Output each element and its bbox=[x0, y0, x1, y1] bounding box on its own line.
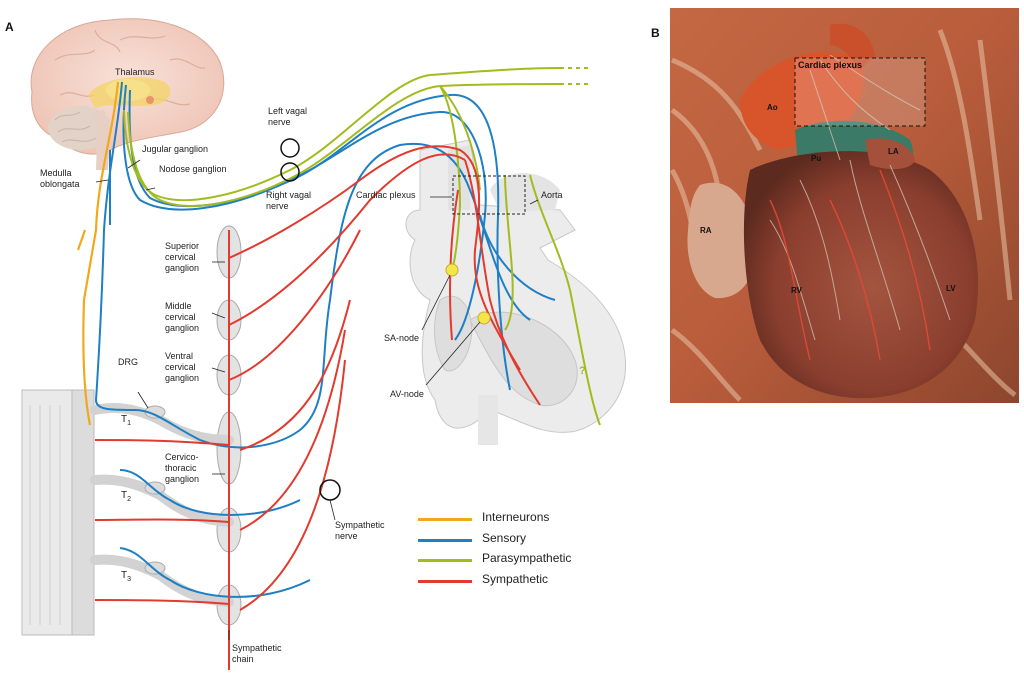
unknown-marker: ? bbox=[579, 365, 586, 377]
leader-lines bbox=[95, 159, 539, 640]
t2-label: T2 bbox=[121, 490, 132, 503]
nodose-ganglion-label: Nodose ganglion bbox=[159, 164, 227, 174]
photo-lv-label: LV bbox=[946, 284, 956, 293]
legend-label: Sympathetic bbox=[482, 572, 549, 586]
photo-cardiac-plexus-label: Cardiac plexus bbox=[798, 60, 863, 70]
ventral-cervical-ganglion-label: Ventral cervical ganglion bbox=[165, 351, 200, 383]
spinal-cord bbox=[21, 389, 95, 636]
t3-label: T3 bbox=[121, 570, 132, 583]
brain-illustration bbox=[30, 18, 225, 170]
panel-a-letter: A bbox=[5, 20, 14, 34]
medulla-label: Medulla oblongata bbox=[40, 168, 80, 189]
drg-ganglia bbox=[144, 405, 166, 575]
parasympathetic-continuation bbox=[560, 67, 590, 85]
left-vagal-nerve-label: Left vagal nerve bbox=[268, 106, 308, 127]
cardiac-nodes bbox=[445, 263, 491, 325]
photo-la-label: LA bbox=[888, 147, 899, 156]
interneuron-pathways bbox=[76, 81, 120, 426]
drg-label: DRG bbox=[118, 357, 138, 367]
cervicothoracic-ganglion-label: Cervico- thoracic ganglion bbox=[165, 452, 200, 484]
superior-cervical-ganglion-label: Superior cervical ganglion bbox=[165, 241, 200, 273]
legend-label: Sensory bbox=[482, 531, 527, 545]
thalamus-label: Thalamus bbox=[115, 67, 155, 77]
legend-swatch bbox=[418, 580, 472, 583]
jugular-ganglion-label: Jugular ganglion bbox=[142, 144, 209, 154]
legend-label: Interneurons bbox=[482, 510, 550, 524]
legend-item-sensory: Sensory bbox=[418, 530, 618, 550]
photo-ra-label: RA bbox=[700, 226, 712, 235]
heart-photograph bbox=[669, 8, 1019, 403]
legend-swatch bbox=[418, 539, 472, 542]
legend-item-parasympathetic: Parasympathetic bbox=[418, 550, 618, 570]
photo-ao-label: Ao bbox=[767, 103, 778, 112]
panel-b-letter: B bbox=[651, 26, 660, 40]
legend-label: Parasympathetic bbox=[482, 551, 572, 565]
sympathetic-chain-label: Sympathetic chain bbox=[232, 643, 282, 664]
av-node-label: AV-node bbox=[390, 389, 424, 399]
t1-label: T1 bbox=[121, 414, 132, 427]
cardiac-plexus-box bbox=[452, 175, 526, 215]
legend-swatch bbox=[418, 559, 472, 562]
legend-swatch bbox=[418, 518, 472, 521]
aorta-label: Aorta bbox=[541, 190, 563, 200]
sa-node-label: SA-node bbox=[384, 333, 420, 343]
legend-item-sympathetic: Sympathetic bbox=[418, 571, 618, 591]
photo-rv-label: RV bbox=[791, 286, 802, 295]
photo-pu-label: Pu bbox=[811, 154, 822, 163]
sympathetic-pathways bbox=[94, 145, 541, 670]
heart-illustration bbox=[405, 139, 627, 445]
right-vagal-nerve-label: Right vagal nerve bbox=[266, 190, 312, 211]
legend-item-interneurons: Interneurons bbox=[418, 509, 618, 529]
cardiac-plexus-label: Cardiac plexus bbox=[356, 190, 416, 200]
spinal-roots bbox=[90, 403, 234, 607]
sympathetic-nerve-label: Sympathetic nerve bbox=[335, 520, 385, 541]
middle-cervical-ganglion-label: Middle cervical ganglion bbox=[165, 301, 200, 333]
